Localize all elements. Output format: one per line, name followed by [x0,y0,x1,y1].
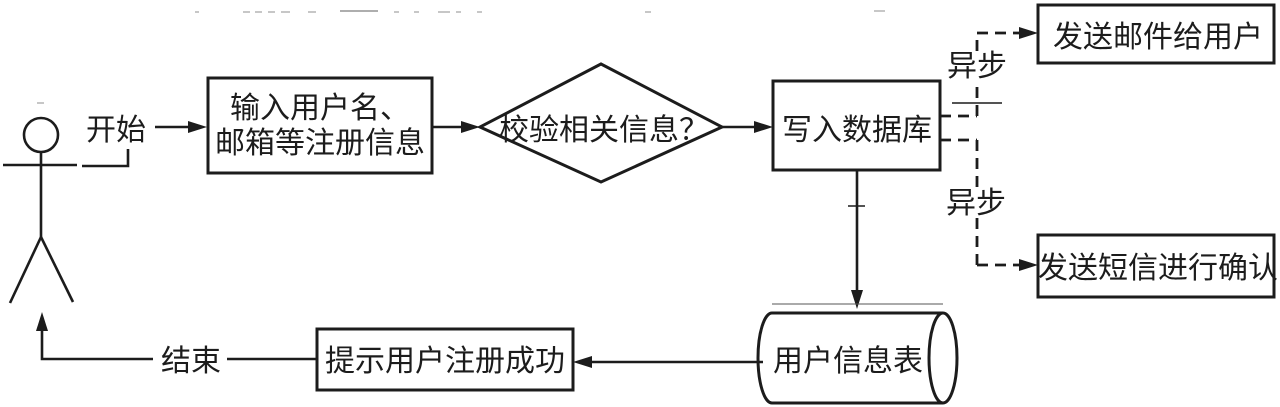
arrowhead-icon [851,290,863,309]
node-send-email: 发送邮件给用户 [1036,3,1276,65]
end-label: 结束 [161,344,221,379]
scan-artifact-row [37,10,1275,104]
node-send-sms: 发送短信进行确认 [1036,233,1278,299]
node-user-table: 用户信息表 [756,303,959,405]
node-input-info-line2: 邮箱等注册信息 [215,126,425,161]
node-validate-label: 校验相关信息？ [499,113,709,148]
arrowhead-icon [754,121,773,133]
cylinder-body [756,311,943,405]
edge-validate-to-writedb [722,121,773,133]
node-send-email-label: 发送邮件给用户 [1053,20,1263,55]
actor-leg-left [8,236,43,304]
start-label: 开始 [86,113,146,148]
edge-usertable-to-notify [573,356,763,368]
arrowhead-icon [188,121,207,133]
arrowhead-icon [1019,259,1038,271]
edge-writedb-to-usertable [848,170,865,309]
node-user-table-label: 用户信息表 [773,344,923,379]
edge-async-send-sms [940,138,1038,271]
async-top-label: 异步 [947,49,1007,84]
cylinder-end-cap [927,311,959,405]
node-input-info: 输入用户名、 邮箱等注册信息 [206,76,434,175]
node-input-info-line1: 输入用户名、 [230,91,410,126]
node-write-db-label: 写入数据库 [782,113,932,148]
actor-leg-right [39,236,75,303]
edge-end-to-actor [36,312,153,361]
edge-start-to-input [155,121,207,133]
node-write-db: 写入数据库 [771,79,942,172]
node-notify-success: 提示用户注册成功 [315,327,575,392]
start-connector-line [82,149,130,168]
arrowhead-icon [1019,27,1038,39]
edge-async-send-email [940,27,1038,118]
node-validate-decision: 校验相关信息？ [476,62,726,184]
node-send-sms-label: 发送短信进行确认 [1038,251,1278,286]
actor-head [22,116,60,154]
async-bottom-label: 异步 [946,186,1006,221]
arrowhead-icon [461,121,480,133]
arrowhead-icon [573,356,592,368]
node-notify-success-label: 提示用户注册成功 [325,344,565,379]
user-actor-figure [3,116,77,304]
edge-input-to-validate [432,121,480,133]
arrowhead-icon [36,312,48,331]
